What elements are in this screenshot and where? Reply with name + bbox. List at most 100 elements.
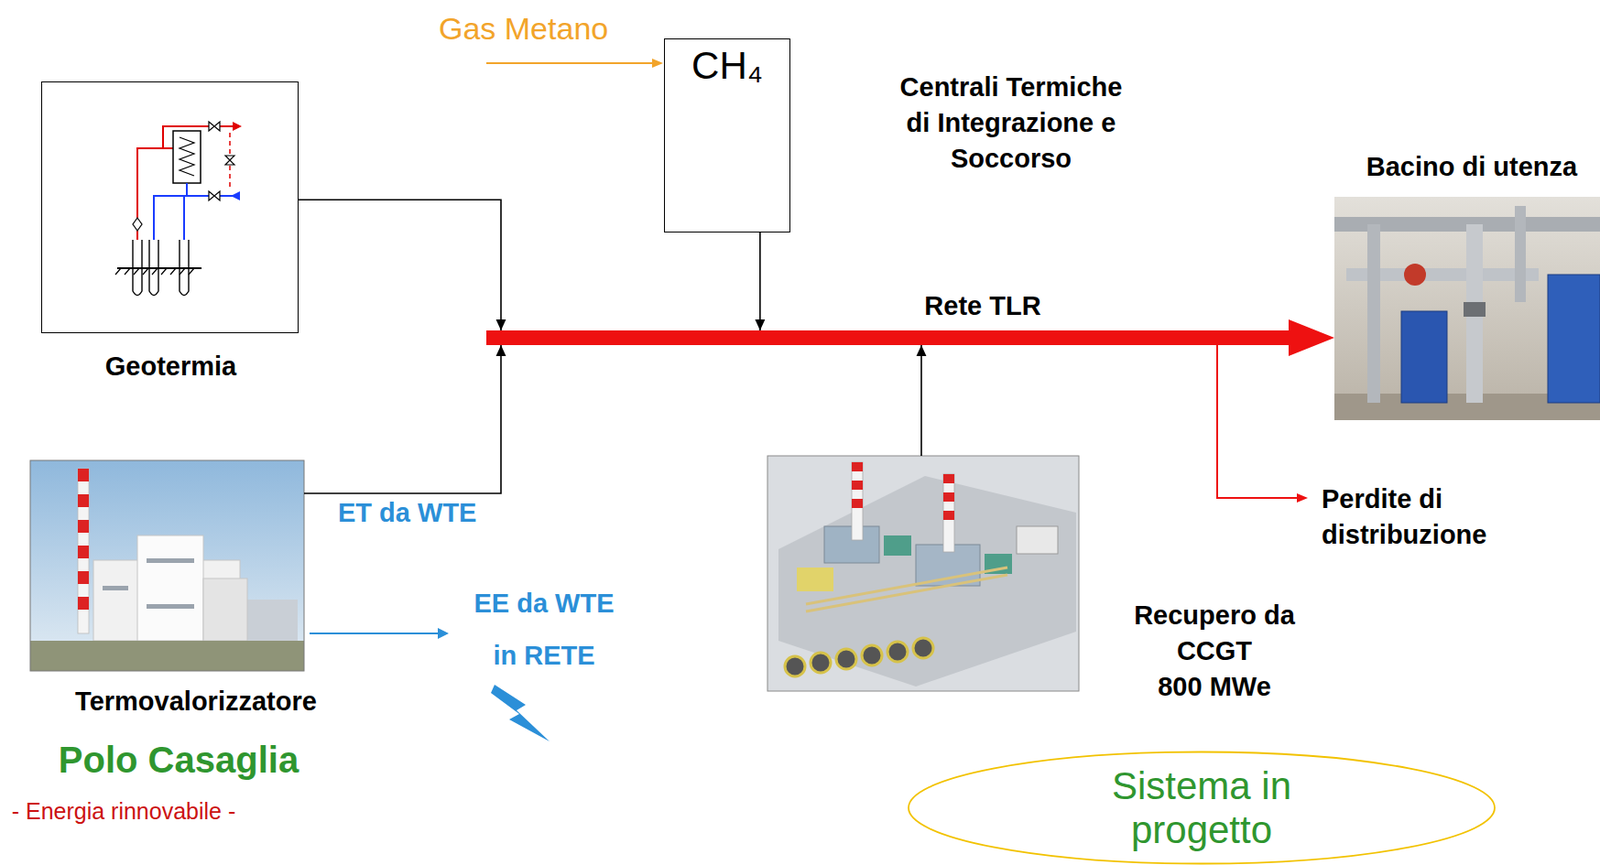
plate-exchanger: [1547, 274, 1600, 403]
chimney-stripe: [851, 462, 863, 472]
chimney-stripe: [77, 494, 89, 508]
flow-connector: [759, 232, 762, 331]
pump-symbol: [1404, 263, 1426, 286]
chimney-stripe: [943, 474, 955, 484]
plate-exchanger: [1401, 311, 1448, 403]
hrsg-unit: [883, 535, 912, 556]
cooling-fan: [810, 653, 831, 674]
arrow-head: [437, 628, 449, 640]
chimney: [943, 474, 955, 553]
geothermal-box: Geotermia: [41, 81, 299, 334]
ground: [30, 641, 305, 672]
losses-label: Perdite di distribuzione: [1321, 481, 1514, 554]
substation-picture: [1334, 196, 1600, 421]
capacity-value: 800 MWe: [1127, 669, 1302, 706]
pipe-rack: [805, 567, 1008, 612]
ccgt-plant-picture: [767, 456, 1079, 692]
picture-frame: [767, 456, 1079, 692]
chimney-stripe: [77, 520, 89, 534]
band-label: Rete TLR: [900, 289, 1066, 323]
losses-line: [1217, 345, 1299, 499]
site-name: Polo Casaglia: [22, 738, 335, 783]
box-heading: Termovalorizzatore: [21, 685, 371, 719]
chimney-stripe: [943, 492, 955, 502]
edge-label: ET da WTE: [337, 498, 477, 528]
box-heading: Recupero da CCGT: [1127, 598, 1302, 670]
valve-symbol: [208, 191, 220, 201]
valve-body: [1463, 302, 1486, 317]
lightning-bolt: [490, 685, 550, 742]
render-ground: [767, 456, 1079, 692]
plant-tower: [137, 535, 204, 642]
user-substation: Bacino di utenza: [1334, 196, 1600, 421]
exchanger-coil: [179, 137, 195, 176]
boiler-box: CH₄Centrali Termiche di Integrazione e S…: [663, 38, 791, 233]
check-valve: [132, 217, 142, 231]
cooling-fan: [784, 656, 806, 677]
chimney-stripe: [77, 597, 89, 610]
electricity-label: EE da WTE in RETE: [466, 577, 622, 683]
window-band: [102, 586, 129, 591]
transformer: [796, 567, 834, 592]
chimney: [851, 462, 863, 541]
cooling-fan: [913, 638, 934, 659]
window-band: [146, 604, 195, 610]
flow-connector: [920, 345, 923, 457]
arrow-head: [1296, 493, 1308, 503]
geothermal-schematic: [115, 121, 242, 296]
chemical-formula: CH₄: [664, 44, 790, 88]
chimney-stripe: [77, 468, 89, 482]
return-pipe: [153, 183, 240, 240]
wte-plant-picture: [30, 460, 305, 672]
arrow-head: [652, 58, 664, 68]
cooling-fan: [861, 645, 882, 666]
plant-platform: [778, 476, 1077, 687]
chimney-stripe: [943, 511, 955, 521]
ground-probe: [149, 239, 159, 296]
valve-symbol: [225, 155, 235, 165]
chimney: [77, 468, 89, 634]
arrow-head: [230, 191, 240, 201]
box-heading: Centrali Termiche di Integrazione e Socc…: [887, 69, 1135, 177]
heat-exchanger: [173, 130, 201, 184]
losses-branch: [1217, 345, 1308, 503]
flow-connector: [304, 345, 501, 494]
chimney-stripe: [851, 480, 863, 490]
status-text: Sistema in progetto: [1091, 764, 1312, 853]
flow-connector: [298, 199, 501, 331]
gas-line: [486, 62, 654, 65]
valve-symbol: [208, 121, 220, 131]
arrow-head: [232, 121, 242, 131]
distant-building: [247, 599, 298, 642]
insulated-pipe: [1367, 224, 1381, 403]
wte-plant: Termovalorizzatore: [30, 460, 305, 672]
chimney-stripe: [77, 571, 89, 585]
ccgt-plant: Recupero da CCGT800 MWe: [767, 456, 1079, 692]
sky: [30, 460, 305, 672]
gas-arrow: [486, 58, 664, 68]
insulated-pipe: [1514, 206, 1526, 303]
box-heading: Geotermia: [14, 349, 327, 383]
fuel-label: Gas Metano: [438, 10, 609, 47]
status-ellipse: Sistema in progetto: [906, 751, 1497, 865]
ellipse-line: [908, 752, 1495, 865]
box-heading: Bacino di utenza: [1352, 150, 1591, 184]
chimney-stripe: [851, 499, 863, 509]
cooling-fan: [887, 642, 908, 663]
service-building: [1016, 526, 1058, 555]
network-arrow: [1288, 319, 1335, 357]
electricity-line: [309, 632, 440, 635]
heat-network-band: Rete TLR: [486, 330, 1291, 346]
site-note: - Energia rinnovabile -: [4, 796, 243, 827]
ground-probe: [179, 239, 189, 296]
chimney-stripe: [77, 545, 89, 559]
photo-frame: [30, 460, 305, 672]
cooling-fan: [836, 649, 857, 670]
plant-wing: [203, 578, 248, 642]
ground-hatch: [115, 268, 195, 275]
ground-probe: [132, 239, 142, 296]
room-wall: [1334, 196, 1600, 421]
